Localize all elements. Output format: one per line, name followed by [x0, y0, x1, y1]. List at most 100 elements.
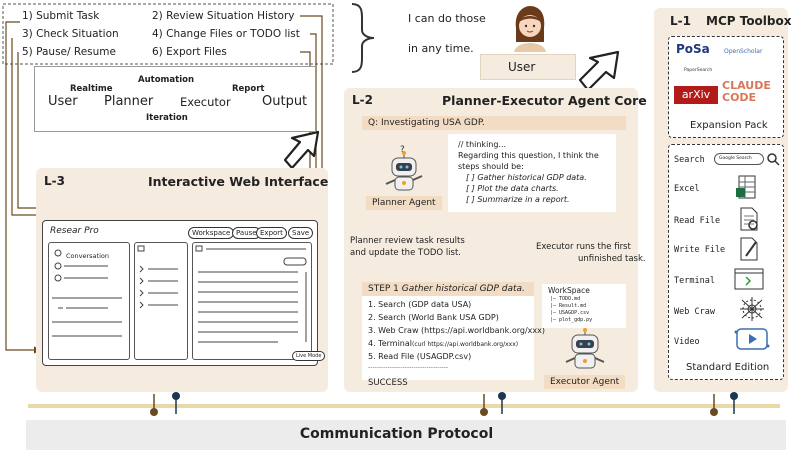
logo-posa: PoSa [676, 42, 710, 56]
planner-review-line1: Planner review task results [350, 236, 465, 246]
workspace-file-2: |— Result.md [550, 303, 587, 309]
step-header: STEP 1 Gather historical GDP data. [362, 282, 534, 296]
google-search-box: Google Search [714, 153, 764, 165]
executor-agent-label: Executor Agent [544, 375, 626, 389]
logo-claude-code: CLAUDE CODE [722, 79, 771, 104]
task-review-history: 2) Review Situation History [152, 10, 295, 22]
logo-arxiv: arXiv [674, 86, 718, 104]
web-crawl-icon [740, 297, 764, 321]
user-avatar [508, 4, 552, 52]
exec-success: SUCCESS [368, 378, 408, 388]
user-speech-line2: in any time. [408, 42, 474, 55]
workspace-file-4: |— plot_gdp.py [550, 317, 593, 323]
l3-title: Interactive Web Interface [148, 174, 329, 189]
workspace-title: WorkSpace [548, 286, 590, 295]
flow-executor: Executor [180, 95, 231, 109]
sketch-details [52, 245, 307, 343]
step-title: Gather historical GDP data. [401, 284, 525, 294]
sketch-conversation: Conversation [66, 252, 109, 260]
exec-log-box [362, 296, 534, 380]
thinking-text: // thinking... [458, 140, 507, 149]
sketch-export-button[interactable]: Export [256, 227, 287, 239]
workspace-box [542, 284, 626, 328]
search-icon [767, 153, 780, 166]
hollow-arrow-to-toolbox [578, 50, 620, 92]
sketch-middle-pane [134, 242, 188, 360]
plan-step-1: [ ] Gather historical GDP data. [466, 173, 587, 182]
sketch-right-pane [192, 242, 312, 360]
exec-step-4: 4. Terminal(curl https://api.worldbank.o… [368, 339, 518, 348]
brace-icon [351, 3, 375, 73]
sketch-workspace-button[interactable]: Workspace [188, 227, 235, 239]
hollow-arrow-to-web [283, 130, 320, 170]
expansion-pack-label: Expansion Pack [690, 120, 768, 131]
flow-automation: Automation [138, 75, 194, 85]
exec-step-4-label: 4. Terminal [368, 339, 412, 348]
protocol-bar [26, 420, 786, 450]
tool-terminal: Terminal [674, 276, 715, 286]
planner-robot-icon: ? [385, 145, 423, 191]
executor-runs-line2: unfinished task. [578, 254, 646, 264]
video-icon [734, 328, 770, 350]
tool-search: Search [674, 155, 705, 165]
user-speech-line1: I can do those [408, 12, 486, 25]
regarding-line1: Regarding this question, I think the [458, 151, 599, 160]
flow-iteration: Iteration [146, 113, 188, 123]
task-submit: 1) Submit Task [22, 10, 100, 22]
l3-tag: L-3 [44, 174, 65, 188]
workspace-file-1: |— TODO.md [550, 296, 581, 302]
tool-web-craw: Web Craw [674, 307, 715, 317]
sketch-left-pane [48, 242, 130, 360]
plan-step-2: [ ] Plot the data charts. [466, 184, 559, 193]
tool-write-file: Write File [674, 245, 726, 255]
exec-step-2: 2. Search (World Bank USA GDP) [368, 313, 499, 322]
executor-runs-line1: Executor runs the first [536, 242, 631, 252]
terminal-icon [734, 268, 764, 290]
flow-planner: Planner [104, 94, 154, 109]
svg-text:?: ? [400, 145, 405, 155]
sketch-app-name: Resear Pro [50, 226, 99, 236]
task-pause-resume: 5) Pause/ Resume [22, 46, 116, 58]
write-file-icon [740, 237, 758, 261]
exec-separator: ------------------------------------- [368, 364, 449, 371]
exec-step-5: 5. Read File (USAGDP.csv) [368, 352, 472, 361]
user-label: User [508, 60, 536, 74]
workspace-file-3: |— USAGDP.csv [550, 310, 590, 316]
read-file-icon [740, 207, 758, 231]
tool-excel: Excel [674, 184, 700, 194]
tool-read-file: Read File [674, 216, 721, 226]
task-check-situation: 3) Check Situation [22, 28, 119, 40]
logo-papersearch: PaperSearch [684, 68, 713, 73]
task-change-files: 4) Change Files or TODO list [152, 28, 300, 40]
flow-user: User [48, 94, 78, 109]
exec-step-4-detail: (curl https://api.worldbank.org/xxx) [411, 341, 519, 348]
l2-question: Q: Investigating USA GDP. [362, 116, 626, 130]
executor-robot-icon [565, 328, 605, 369]
protocol-label: Communication Protocol [299, 426, 494, 442]
excel-icon [736, 175, 756, 199]
sketch-save-button[interactable]: Save [288, 227, 314, 239]
sketch-live-mode-button[interactable]: Live Mode [292, 351, 326, 361]
logo-openscholar: OpenScholar [724, 48, 763, 55]
protocol-timeline [28, 392, 780, 416]
task-export-files: 6) Export Files [152, 46, 227, 58]
planner-agent-label: Planner Agent [366, 196, 442, 210]
tool-video: Video [674, 337, 700, 347]
l2-tag: L-2 [352, 93, 373, 107]
user-label-box [480, 54, 576, 80]
exec-step-1: 1. Search (GDP data USA) [368, 300, 472, 309]
l1-tag: L-1 [670, 14, 691, 28]
flow-output: Output [262, 94, 308, 109]
flow-box [34, 66, 316, 132]
flow-report: Report [232, 84, 265, 94]
exec-step-3: 3. Web Craw (https://api.worldbank.org/x… [368, 326, 545, 335]
step-prefix: STEP 1 [368, 284, 399, 294]
flow-realtime: Realtime [70, 84, 113, 94]
l1-title: MCP Toolbox [706, 14, 792, 28]
l2-title: Planner-Executor Agent Core [442, 93, 647, 108]
standard-edition-label: Standard Edition [686, 362, 770, 373]
regarding-line2: steps should be: [458, 162, 524, 171]
plan-step-3: [ ] Summarize in a report. [466, 195, 570, 204]
thinking-box [448, 134, 616, 212]
planner-review-line2: and update the TODO list. [350, 248, 462, 258]
